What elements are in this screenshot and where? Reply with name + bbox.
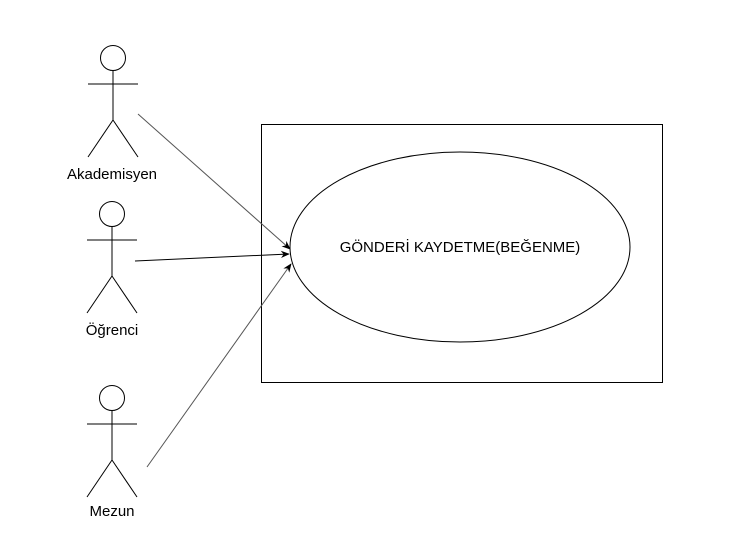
- actor-right-leg: [111, 275, 138, 314]
- actor-left-leg: [87, 119, 114, 158]
- use-case-label: GÖNDERİ KAYDETME(BEĞENME): [340, 238, 581, 256]
- actor-left-leg: [86, 275, 113, 314]
- association-ogrenci-arrow[interactable]: [134, 250, 290, 262]
- actor-right-leg: [111, 459, 138, 498]
- actor-akademisyen[interactable]: [87, 45, 139, 158]
- actor-right-leg: [112, 119, 139, 158]
- actor-head: [100, 45, 126, 71]
- association-mezun-arrow[interactable]: [146, 263, 292, 468]
- actor-label-akademisyen: Akademisyen: [67, 166, 157, 183]
- system-boundary[interactable]: [261, 124, 663, 383]
- actor-label-mezun: Mezun: [89, 503, 134, 520]
- actor-mezun[interactable]: [86, 385, 138, 498]
- association-akademisyen-arrow[interactable]: [137, 113, 291, 250]
- actor-head: [99, 201, 125, 227]
- actor-left-leg: [86, 459, 113, 498]
- use-case[interactable]: GÖNDERİ KAYDETME(BEĞENME): [289, 151, 631, 343]
- actor-label-ogrenci: Öğrenci: [86, 321, 139, 339]
- actor-ogrenci[interactable]: [86, 201, 138, 314]
- actor-head: [99, 385, 125, 411]
